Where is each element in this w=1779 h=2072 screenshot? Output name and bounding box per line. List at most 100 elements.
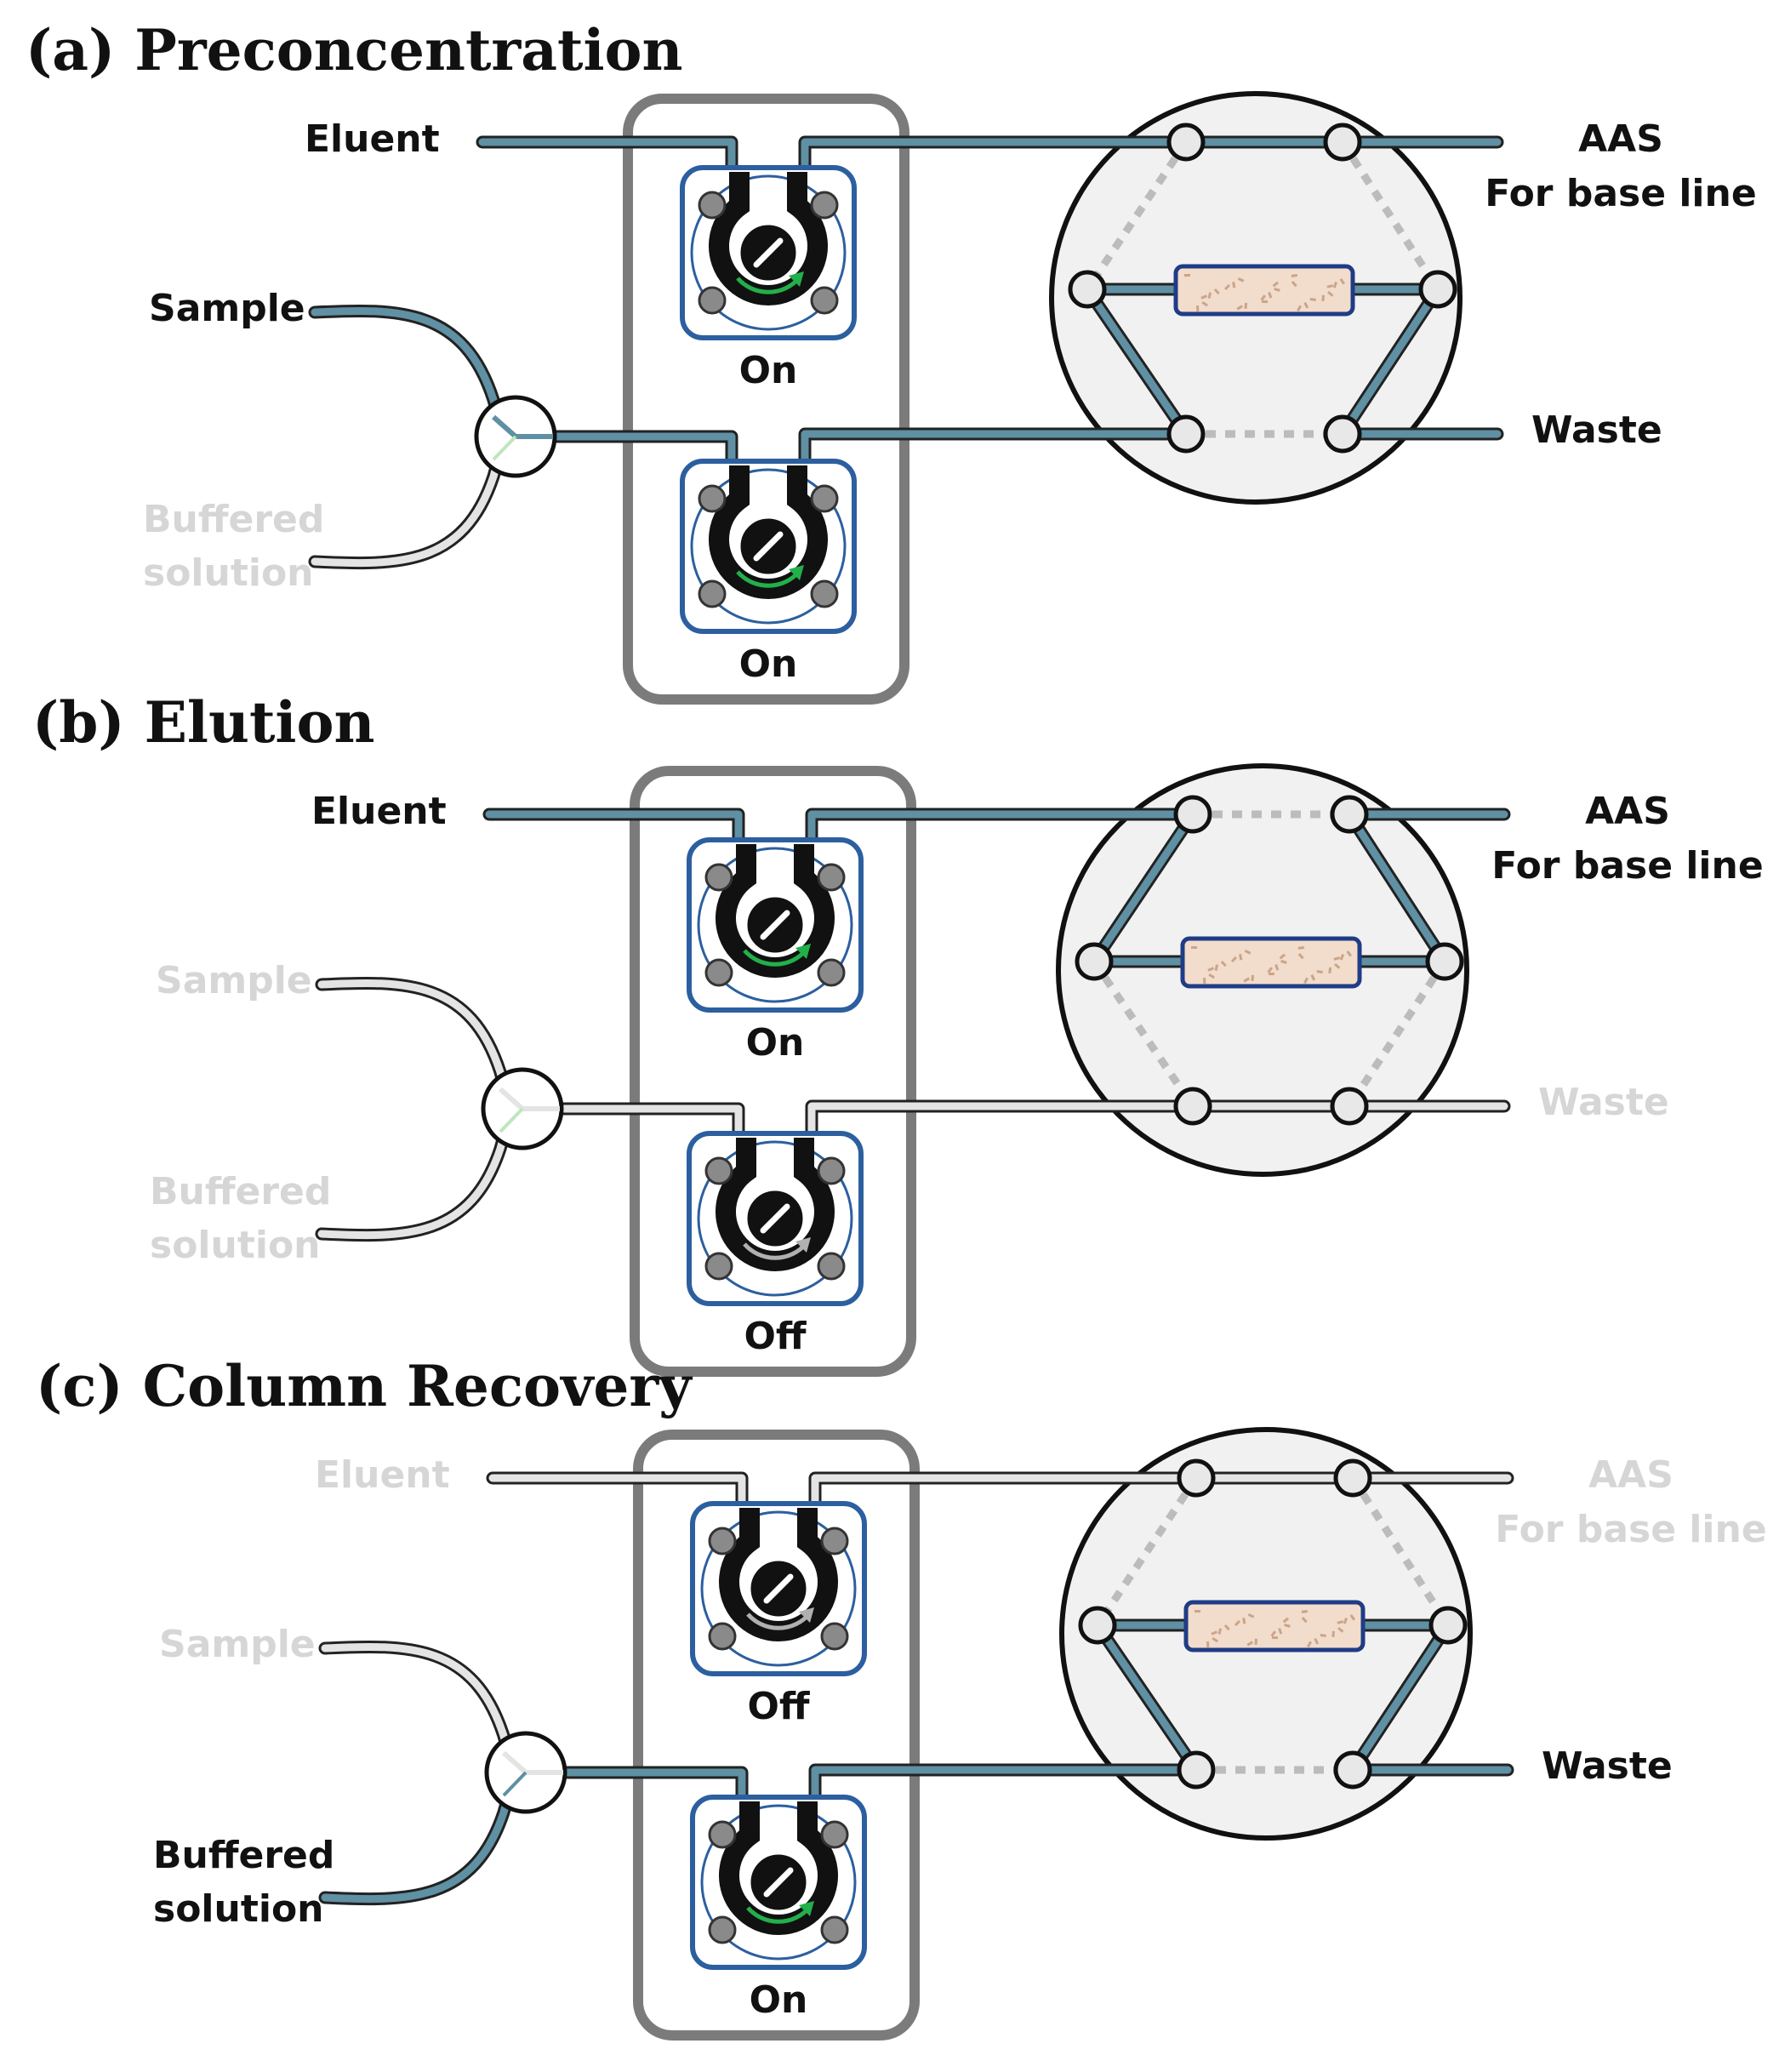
eluent-label: Eluent — [315, 1453, 450, 1497]
roller-icon — [820, 1915, 849, 1944]
valve-idle-channel — [1339, 140, 1441, 292]
valve-port-icon — [1330, 795, 1369, 834]
roller-icon — [817, 863, 846, 892]
arrowhead-icon — [789, 565, 804, 580]
packing-speck — [1260, 294, 1267, 301]
packing-speck — [1327, 291, 1334, 297]
packing-speck — [1242, 1618, 1246, 1624]
panel-title: (c) Column Recovery — [36, 1353, 693, 1419]
packing-speck — [1237, 277, 1245, 283]
valve-channel — [1336, 283, 1445, 441]
arrowhead-icon — [795, 944, 811, 959]
valve-port-icon — [1330, 1087, 1369, 1126]
roller-icon — [820, 1622, 849, 1651]
packing-speck — [1284, 1624, 1291, 1628]
pump-top-outlet-tube — [798, 135, 1193, 177]
packing-speck — [1234, 1619, 1240, 1627]
packing-speck — [1301, 1617, 1308, 1624]
packing-speck — [1261, 300, 1268, 304]
valve-channel — [1087, 808, 1200, 968]
tee-outlet-tube — [550, 430, 738, 471]
valve-port-icon — [1418, 270, 1457, 309]
packing-speck — [1239, 954, 1243, 961]
packing-speck — [1326, 284, 1333, 288]
roller-icon — [810, 484, 839, 513]
packing-speck — [1282, 1617, 1289, 1624]
packing-speck — [1303, 977, 1309, 985]
valve-idle-channel — [1349, 1476, 1451, 1628]
packing-speck — [1291, 281, 1297, 288]
rotation-arrow-icon — [736, 570, 801, 588]
packing-speck — [1201, 301, 1208, 307]
pump-top-state: Off — [747, 1685, 810, 1728]
roller-icon — [820, 1820, 849, 1849]
roller-icon — [704, 1252, 733, 1281]
hub-slot — [753, 531, 784, 562]
packing-speck — [1246, 1641, 1254, 1647]
packing-speck — [1244, 950, 1252, 955]
rotation-arrow-icon — [746, 1613, 811, 1630]
pump-inner-ring — [697, 1140, 853, 1297]
packing-speck — [1339, 278, 1346, 285]
roller-icon — [698, 579, 727, 608]
packing-speck — [1214, 964, 1218, 971]
baseline-label: For base line — [1491, 844, 1763, 888]
pump-bottom-state: On — [739, 642, 798, 686]
valve-port-icon — [1428, 1606, 1468, 1645]
packing-speck — [1297, 953, 1304, 960]
panel-a: (a) PreconcentrationOnOnEluentSampleBuff… — [26, 17, 1757, 705]
waste-label: Waste — [1542, 1744, 1673, 1788]
valve-channel — [1081, 283, 1193, 441]
buffer-label-line2: solution — [150, 1224, 321, 1267]
packing-speck — [1270, 1630, 1277, 1637]
pump-top-outlet-tube — [805, 808, 1200, 849]
valve-port-icon — [1173, 1087, 1212, 1126]
buffer-label-line2: solution — [153, 1887, 324, 1931]
panel-b: (b) ElutionOnOffEluentSampleBufferedsolu… — [32, 689, 1764, 1377]
roller-icon — [708, 1527, 737, 1555]
tee-outlet-tube — [561, 1766, 749, 1807]
packing-speck — [1254, 1638, 1257, 1645]
packing-speck — [1314, 1638, 1320, 1645]
pump-top — [687, 837, 864, 1013]
sorbent-column — [1183, 1600, 1366, 1652]
roller-icon — [817, 958, 846, 987]
roller-icon — [708, 1820, 737, 1849]
aas-label: AAS — [1588, 1453, 1674, 1497]
packing-speck — [1331, 1630, 1335, 1637]
arrowhead-icon — [799, 1901, 814, 1916]
pump-bottom-outlet-tube — [808, 1763, 1203, 1807]
rotation-arrow-icon — [743, 949, 807, 967]
rotation-arrow-icon — [746, 1906, 811, 1924]
pump-tube-loop — [716, 1138, 835, 1271]
packing-speck — [1274, 964, 1280, 971]
roller-icon — [698, 191, 727, 220]
packing-speck — [1346, 950, 1353, 957]
packing-speck — [1200, 294, 1207, 300]
hub-slot — [763, 1867, 794, 1898]
packing-speck — [1301, 1610, 1308, 1613]
roller-icon — [704, 1156, 733, 1185]
packing-speck — [1333, 956, 1340, 961]
tee-path-lower — [499, 1107, 524, 1133]
roller-icon — [708, 1622, 737, 1651]
baseline-label: For base line — [1495, 1508, 1766, 1551]
valve-port-icon — [1173, 795, 1212, 834]
sorbent-column — [1173, 264, 1355, 317]
packing-speck — [1184, 274, 1190, 277]
packing-speck — [1206, 1641, 1210, 1648]
pump-top-outlet-tube — [808, 1471, 1203, 1513]
packing-speck — [1303, 301, 1309, 309]
packing-speck — [1223, 283, 1230, 291]
valve-channel — [1343, 808, 1451, 968]
panel-c: (c) Column RecoveryOffOnEluentSampleBuff… — [36, 1353, 1767, 2041]
hub-slot — [760, 910, 790, 940]
packing-speck — [1272, 281, 1279, 288]
packing-speck — [1337, 1627, 1344, 1633]
roller-icon — [810, 191, 839, 220]
buffer-label-line2: solution — [143, 551, 314, 595]
pump-top — [690, 1501, 867, 1676]
packing-speck — [1291, 274, 1297, 277]
valve-idle-channel — [1346, 959, 1448, 1109]
